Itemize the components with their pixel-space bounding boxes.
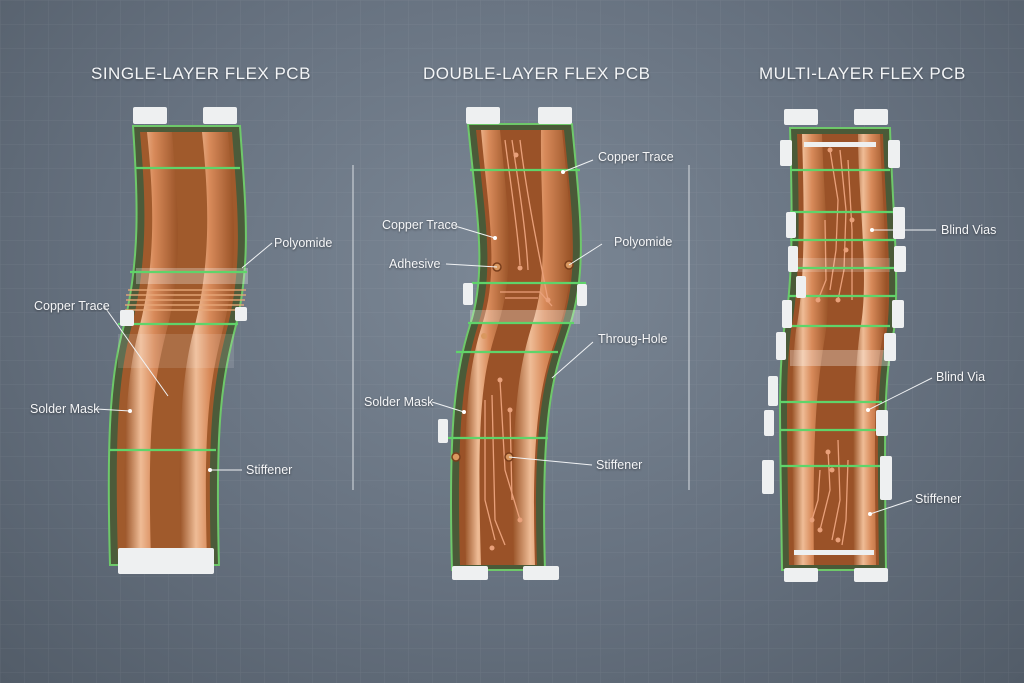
label-adhesive: Adhesive: [389, 257, 441, 271]
leader-line: [103, 305, 169, 397]
single-layer-title: SINGLE-LAYER FLEX PCB: [91, 64, 311, 83]
double-layer-pcb: [438, 107, 587, 580]
label-copper-trace: Copper Trace: [598, 150, 674, 164]
leader-line: [562, 159, 594, 173]
leader-line: [431, 401, 465, 413]
leader-line: [95, 408, 131, 412]
multi-layer-pcb: [762, 109, 906, 582]
label-through-hole: Throug-Hole: [598, 332, 668, 346]
leader-line: [867, 377, 933, 411]
label-stiffener: Stiffener: [246, 463, 293, 477]
single-layer-pcb: [107, 107, 248, 574]
label-solder-mask: Solder Mask: [364, 395, 434, 409]
label-polyomide: Polyomide: [614, 235, 673, 249]
leader-line: [241, 242, 273, 269]
leader-line: [454, 225, 496, 239]
label-polyomide: Polyomide: [274, 236, 333, 250]
leader-line: [508, 456, 593, 466]
leader-line: [551, 341, 594, 379]
label-blind-via: Blind Via: [936, 370, 986, 384]
label-stiffener: Stiffener: [596, 458, 643, 472]
double-layer-title: DOUBLE-LAYER FLEX PCB: [423, 64, 651, 83]
label-stiffener: Stiffener: [915, 492, 962, 506]
leader-line: [445, 263, 498, 268]
multi-layer-title: MULTI-LAYER FLEX PCB: [759, 64, 966, 83]
label-copper-trace: Copper Trace: [382, 218, 458, 232]
label-copper-trace: Copper Trace: [34, 299, 110, 313]
leader-line: [869, 499, 913, 515]
label-solder-mask: Solder Mask: [30, 402, 100, 416]
leader-line: [568, 243, 603, 266]
label-blind-vias: Blind Vias: [941, 223, 997, 237]
